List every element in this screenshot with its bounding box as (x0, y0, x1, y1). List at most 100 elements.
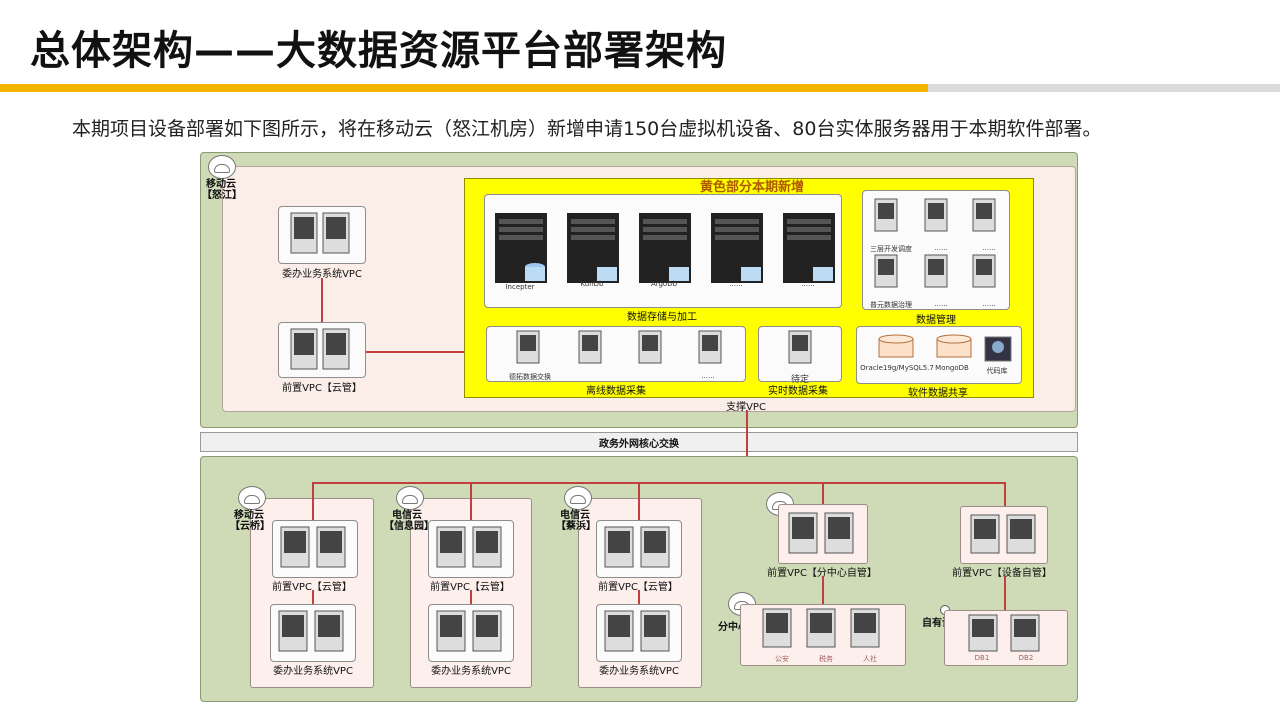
server-pair-icon (278, 610, 344, 652)
mgmt-item-label: ...... (982, 244, 996, 252)
server-icon (972, 198, 996, 232)
business-vpc-label: 委办业务系统VPC (282, 269, 362, 280)
link-line (321, 278, 323, 322)
link-line (822, 576, 824, 606)
server-icon (578, 330, 602, 364)
server-icon (640, 610, 670, 652)
storage-server-label: Incepter (505, 283, 535, 291)
mgmt-item-label: 普元数据治理 (870, 301, 912, 309)
storage-server-label: ArgoDb (650, 280, 678, 288)
server-pair-icon (970, 514, 1036, 554)
link-line (312, 482, 314, 522)
branch-cloud-label: 分中心云 (718, 622, 758, 633)
cloud-icon (238, 486, 266, 510)
cloud-icon (396, 486, 424, 510)
link-line (1004, 576, 1006, 610)
link-line (470, 590, 472, 604)
link-line (638, 590, 640, 604)
group-3-front-label: 前置VPC【云管】 (598, 582, 678, 593)
realtime-item-label: 待定 (790, 375, 810, 385)
device-server-label: DB1 (974, 654, 990, 662)
server-icon (322, 212, 350, 254)
group-3-business-box (596, 604, 682, 662)
link-line (312, 482, 1004, 484)
storage-servers (495, 213, 835, 283)
server-icon (472, 526, 502, 568)
group-2-business-box (428, 604, 514, 662)
group-2-front-label: 前置VPC【云管】 (430, 582, 510, 593)
server-pair-icon (604, 610, 670, 652)
front-vpc-box (278, 322, 366, 378)
group-1-cloud-label: 移动云 (234, 510, 264, 521)
link-line (366, 351, 464, 353)
group-3-cloud-label: 电信云 (560, 510, 590, 521)
group-2-cloud-label: 电信云 (392, 510, 422, 521)
server-pair-icon (436, 526, 502, 568)
server-icon (280, 526, 310, 568)
group-3-cloud-sublabel: 【蔡浜】 (556, 521, 596, 532)
mgmt-item-label: ...... (982, 300, 996, 308)
business-vpc-box (278, 206, 366, 264)
server-pair-icon (436, 610, 502, 652)
front-vpc-label: 前置VPC【云管】 (282, 383, 362, 394)
core-switch-bar (200, 432, 1078, 452)
server-icon (824, 512, 854, 554)
server-pair-icon (788, 512, 854, 554)
nujiang-cloud-sublabel: 【怒江】 (202, 190, 242, 201)
mgmt-item-label: ...... (934, 244, 948, 252)
own-device-label: 自有设备 (922, 618, 962, 629)
device-front-box (960, 506, 1048, 564)
offline-item-label: 德拓数据交换 (509, 373, 551, 381)
server-icon (698, 330, 722, 364)
data-mgmt-caption: 数据管理 (916, 315, 956, 326)
server-icon (472, 610, 502, 652)
offline-item-label: ...... (701, 372, 715, 380)
server-icon (972, 254, 996, 288)
server-icon (290, 328, 318, 370)
branch-server-label: 公安 (775, 655, 789, 663)
storage-server-label: ...... (801, 280, 815, 288)
new-section-title: 黄色部分本期新增 (699, 180, 805, 195)
offline-caption: 离线数据采集 (586, 386, 646, 397)
server-icon (806, 608, 836, 648)
server-icon (278, 610, 308, 652)
server-icon (639, 213, 691, 283)
group-2-business-label: 委办业务系统VPC (431, 666, 511, 677)
group-1-front-box (272, 520, 358, 578)
server-icon (874, 254, 898, 288)
server-icon (436, 526, 466, 568)
cloud-icon (564, 486, 592, 510)
branch-front-label: 前置VPC【分中心自管】 (767, 568, 877, 579)
offline-servers (516, 330, 722, 364)
mgmt-item-label: 三层开发调度 (870, 245, 912, 253)
server-icon (516, 330, 540, 364)
support-vpc-label: 支撑VPC (726, 402, 766, 413)
server-icon (436, 610, 466, 652)
branch-server-label: 税务 (819, 655, 833, 663)
storage-caption: 数据存储与加工 (627, 312, 697, 323)
database-icon (878, 334, 914, 358)
server-icon (604, 610, 634, 652)
storage-box (484, 194, 842, 308)
share-caption: 软件数据共享 (908, 388, 968, 399)
link-line (822, 482, 824, 504)
group-1-front-label: 前置VPC【云管】 (272, 582, 352, 593)
group-1-business-label: 委办业务系统VPC (273, 666, 353, 677)
server-icon (788, 512, 818, 554)
data-mgmt-box (862, 190, 1010, 310)
realtime-caption: 实时数据采集 (768, 386, 828, 397)
storage-server-label: ...... (729, 280, 743, 288)
link-line (638, 482, 640, 522)
group-1-business-box (270, 604, 356, 662)
title-accent-bar (0, 84, 928, 92)
server-icon (640, 526, 670, 568)
share-box (856, 326, 1022, 384)
server-pair-icon (604, 526, 670, 568)
server-icon (924, 198, 948, 232)
link-line (1004, 482, 1006, 506)
group-1-cloud-sublabel: 【云桥】 (230, 521, 270, 532)
core-switch-label: 政务外网核心交换 (599, 439, 679, 450)
server-icon (970, 514, 1000, 554)
group-2-cloud-sublabel: 【信息园】 (384, 521, 434, 532)
server-icon (711, 213, 763, 283)
